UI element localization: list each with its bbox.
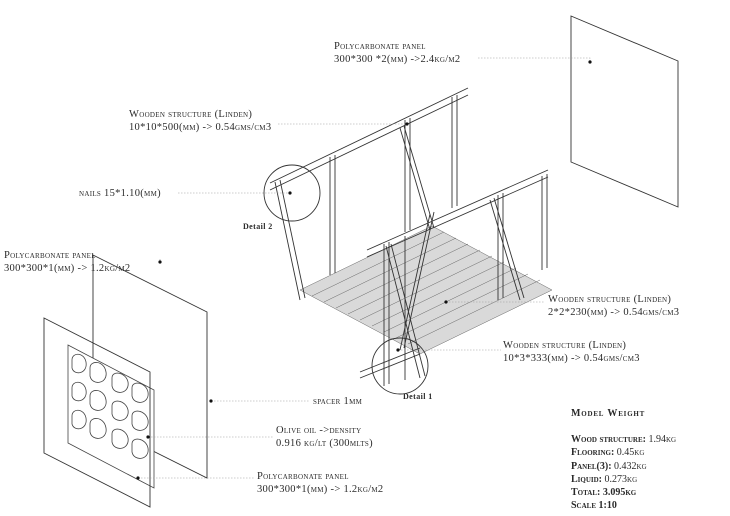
- label-spacer: spacer 1mm: [313, 395, 362, 408]
- label-nails: nails 15*1.10(mm): [79, 187, 161, 200]
- weight-row-flooring: Flooring: 0.45kg: [571, 446, 676, 459]
- polycarbonate-panel-front: [43, 317, 151, 508]
- detail-1-circle: [371, 337, 429, 395]
- weight-key: Total: 3.095kg: [571, 487, 637, 499]
- detail-2-label: Detail 2: [243, 222, 273, 231]
- weight-key: Liquid:: [571, 473, 603, 485]
- label-title: spacer 1mm: [313, 396, 363, 407]
- label-polycarbonate-panel-middle: Polycarbonate panel 300*300*1(mm) -> 1.2…: [4, 249, 131, 275]
- label-title: Wooden structure (Linden): [548, 294, 672, 305]
- label-title: Polycarbonate panel: [4, 250, 96, 261]
- polycarbonate-panel-top: [570, 15, 679, 208]
- leader-dots: [136, 60, 592, 480]
- weight-key: Wood structure:: [571, 434, 646, 446]
- label-olive-oil: Olive oil ->density 0.916 kg/lt (300mlts…: [276, 424, 373, 450]
- label-spec: 0.916 kg/lt (300mlts): [276, 438, 373, 449]
- model-weight-heading: Model Weight: [571, 408, 646, 419]
- floor-deck: [299, 225, 553, 355]
- wooden-frame-front: [359, 169, 549, 386]
- detail-1-label: Detail 1: [403, 392, 433, 401]
- label-wooden-structure-side: Wooden structure (Linden) 10*3*333(mm) -…: [503, 339, 640, 365]
- label-spec: 300*300 *2(mm) ->2.4kg/m2: [334, 54, 461, 65]
- weight-value: 0.273kg: [602, 473, 638, 485]
- label-title: Polycarbonate panel: [334, 41, 426, 52]
- weight-value: 1.94kg: [645, 434, 677, 446]
- weight-key: Scale 1:10: [571, 500, 617, 512]
- weight-row-scale: Scale 1:10: [571, 499, 676, 512]
- label-title: nails 15*1.10(mm): [79, 188, 161, 199]
- label-title: Olive oil ->density: [276, 425, 362, 436]
- detail-2-circle: [263, 164, 321, 222]
- label-spec: 10*10*500(mm) -> 0.54gms/cm3: [129, 122, 272, 133]
- weight-row-wood: Wood structure: 1.94kg: [571, 433, 676, 446]
- weight-key: Flooring:: [571, 447, 615, 459]
- weight-value: 0.45kg: [614, 447, 645, 459]
- label-wooden-structure-top: Wooden structure (Linden) 10*10*500(mm) …: [129, 108, 271, 134]
- weight-value: 0.432kg: [611, 460, 647, 472]
- olive-oil-bag: [67, 344, 155, 489]
- model-weight-summary: Model Weight Wood structure: 1.94kg Floo…: [571, 407, 676, 512]
- label-title: Wooden structure (Linden): [129, 109, 253, 120]
- label-title: Wooden structure (Linden): [503, 340, 627, 351]
- weight-row-total: Total: 3.095kg: [571, 486, 676, 499]
- label-spec: 300*300*1(mm) -> 1.2kg/m2: [4, 263, 131, 274]
- label-spec: 2*2*230(mm) -> 0.54gms/cm3: [548, 307, 680, 318]
- weight-row-panel: Panel(3): 0.432kg: [571, 460, 676, 473]
- label-polycarbonate-panel-top: Polycarbonate panel 300*300 *2(mm) ->2.4…: [334, 40, 461, 66]
- label-spec: 10*3*333(mm) -> 0.54gms/cm3: [503, 353, 640, 364]
- label-spec: 300*300*1(mm) -> 1.2kg/m2: [257, 484, 384, 495]
- label-polycarbonate-panel-bottom: Polycarbonate panel 300*300*1(mm) -> 1.2…: [257, 470, 384, 496]
- weight-row-liquid: Liquid: 0.273kg: [571, 473, 676, 486]
- label-wooden-structure-floor: Wooden structure (Linden) 2*2*230(mm) ->…: [548, 293, 679, 319]
- label-title: Polycarbonate panel: [257, 471, 349, 482]
- weight-key: Panel(3):: [571, 460, 612, 472]
- leader-lines: [138, 57, 591, 479]
